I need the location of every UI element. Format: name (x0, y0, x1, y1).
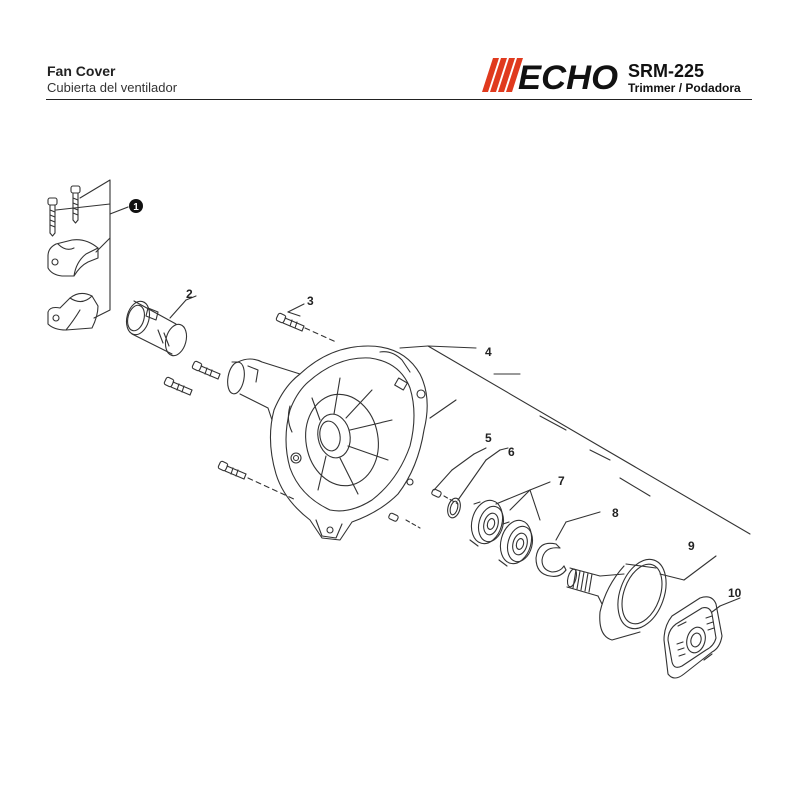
part-8-circlip (535, 542, 567, 577)
callout-7-label: 7 (558, 474, 565, 488)
callout-6-label: 6 (508, 445, 515, 459)
page-title: Fan Cover (47, 63, 116, 79)
part-5-pin-lower (388, 512, 399, 522)
clamp-upper-half (47, 239, 99, 277)
callout-1-badge (129, 199, 143, 213)
callout-8-label: 8 (612, 506, 619, 520)
part-7-bearing-front (469, 499, 505, 547)
part-2-sleeve (125, 299, 188, 357)
part-7-bearing-rear (498, 519, 534, 567)
callout-3-label: 3 (307, 294, 314, 308)
callout-4-label: 4 (485, 345, 492, 359)
part-5-pin-upper (431, 488, 442, 498)
callout-2-label: 2 (186, 287, 193, 301)
brand-wordmark: ECHO (518, 59, 618, 92)
part-3-bolt-bottom (217, 460, 297, 501)
part-6-ring (447, 497, 461, 519)
clamp-lower-half (47, 292, 99, 331)
part-1-leader (55, 179, 129, 319)
part-3-bolt-upper (275, 311, 337, 343)
callout-5-label: 5 (485, 431, 492, 445)
callout-leaders (185, 295, 751, 613)
part-9-clutch-drum (566, 558, 667, 641)
part-3-bolt-left (163, 376, 193, 396)
header-divider (46, 99, 752, 100)
part-10-clutch-assembly (663, 596, 723, 679)
model-subtitle: Trimmer / Podadora (628, 81, 741, 95)
callout-9-label: 9 (688, 539, 695, 553)
echo-logo: ECHO (482, 58, 618, 92)
page-subtitle: Cubierta del ventilador (47, 80, 178, 95)
callout-1-label: 1 (133, 202, 139, 213)
part-1-clamp-assembly (47, 179, 129, 331)
clamp-bolt-lower (47, 197, 58, 237)
callout-10-label: 10 (728, 586, 742, 600)
clamp-bolt-upper (70, 185, 81, 224)
model-number: SRM-225 (628, 61, 705, 81)
part-4-fan-cover (227, 345, 428, 541)
brand-stripes (482, 58, 523, 92)
part-3-bolt-middle (191, 360, 221, 380)
